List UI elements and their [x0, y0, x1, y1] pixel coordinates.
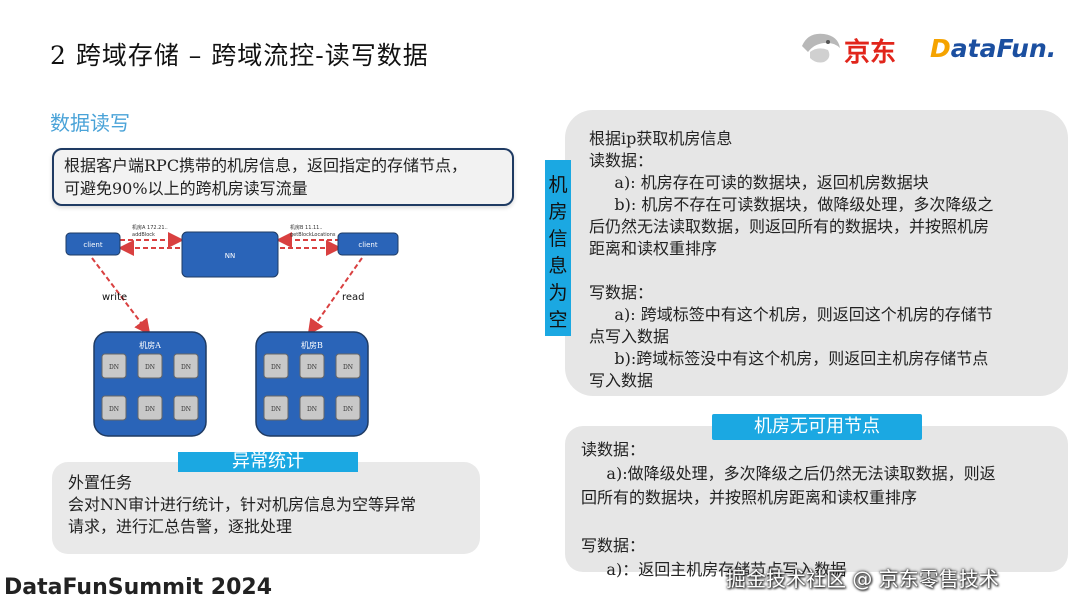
vertical-char: 机	[548, 174, 568, 196]
read-arrow	[307, 257, 363, 336]
dn-label: DN	[181, 406, 191, 413]
dn-node	[335, 395, 361, 421]
dn-label: DN	[145, 406, 155, 413]
room-a-label: 机房A	[139, 340, 161, 350]
info-line: 点写入数据	[589, 327, 670, 346]
dn-node	[263, 395, 289, 421]
info-line: 根据ip获取机房信息	[589, 129, 733, 148]
dn-node	[101, 353, 127, 379]
info-line: a)：返回主机房存储节点写入数据	[581, 560, 847, 579]
info-line: 后仍然无法读取数据，则返回所有的数据块，并按照机房	[589, 217, 990, 236]
client-node-left	[65, 232, 121, 256]
dn-label: DN	[307, 364, 317, 371]
summary-box: 根据客户端RPC携带的机房信息，返回指定的存储节点， 可避免90%以上的跨机房读…	[52, 148, 514, 206]
room-a-dn-grid: DN DN DN DN DN DN	[101, 353, 199, 421]
client-label: client	[358, 241, 377, 249]
jd-dog-icon	[802, 33, 840, 63]
dn-label: DN	[343, 406, 353, 413]
dn-node	[173, 395, 199, 421]
nn-node	[181, 231, 279, 278]
client-node-right	[337, 232, 399, 256]
info-line	[581, 510, 1068, 534]
info-line: 距离和读权重排序	[589, 239, 718, 258]
dn-node	[263, 353, 289, 379]
info-line: a): 机房存在可读的数据块，返回机房数据块	[589, 173, 929, 192]
empty-room-info-box: 根据ip获取机房信息 读数据： a): 机房存在可读的数据块，返回机房数据块 b…	[565, 110, 1068, 396]
anomaly-line: 请求，进行汇总告警，逐批处理	[68, 517, 293, 536]
watermark: 掘金技术社区 @ 京东零售技术	[726, 567, 999, 591]
dn-node	[101, 395, 127, 421]
info-line: 写数据：	[589, 283, 654, 302]
event-name: DataFunSummit 2024	[4, 575, 273, 600]
nn-label: NN	[225, 252, 235, 260]
room-b-label: 机房B	[301, 340, 323, 350]
summary-line: 根据客户端RPC携带的机房信息，返回指定的存储节点，	[64, 156, 468, 175]
anomaly-line: 会对NN审计进行统计，针对机房信息为空等异常	[68, 495, 417, 514]
read-write-diagram: 机房A 172.21.. addBlock 机房B 11.11.. getBlo…	[65, 224, 399, 437]
info-line: 读数据：	[589, 151, 654, 170]
info-line: b):跨域标签没中有这个机房，则返回主机房存储节点	[589, 349, 989, 368]
datafun-logo-prefix: D	[930, 34, 951, 63]
info-line: 读数据：	[581, 440, 646, 459]
dn-node	[299, 353, 325, 379]
no-available-node-box: 读数据： a):做降级处理，多次降级之后仍然无法读取数据，则返 回所有的数据块，…	[565, 426, 1068, 579]
info-line: 写数据：	[581, 536, 646, 555]
dn-label: DN	[181, 364, 191, 371]
vertical-char: 息	[548, 255, 568, 277]
no-available-node-badge: 机房无可用节点	[712, 414, 922, 440]
dn-label: DN	[307, 406, 317, 413]
vertical-char: 空	[548, 309, 568, 331]
dn-node	[137, 395, 163, 421]
dn-label: DN	[271, 406, 281, 413]
anomaly-line: 外置任务	[68, 473, 133, 492]
anomaly-badge: 异常统计	[178, 452, 358, 472]
anomaly-box: 外置任务 会对NN审计进行统计，针对机房信息为空等异常 请求，进行汇总告警，逐批…	[52, 462, 480, 554]
dn-node	[335, 353, 361, 379]
info-line: 写入数据	[589, 371, 654, 390]
write-label: write	[102, 292, 127, 303]
room-b-dn-grid: DN DN DN DN DN DN	[263, 353, 361, 421]
info-line: b): 机房不存在可读数据块，做降级处理，多次降级之	[589, 195, 994, 214]
dn-node	[137, 353, 163, 379]
page-title: 2 跨域存储 – 跨域流控-读写数据	[50, 41, 429, 70]
dn-label: DN	[343, 364, 353, 371]
right-arrow-note: getBlockLocations	[290, 232, 336, 238]
info-line: 回所有的数据块，并按照机房距离和读权重排序	[581, 488, 918, 507]
info-line: a):做降级处理，多次降级之后仍然无法读取数据，则返	[581, 464, 996, 483]
dn-label: DN	[145, 364, 155, 371]
dn-label: DN	[271, 364, 281, 371]
vertical-char: 房	[548, 201, 568, 223]
dn-node	[173, 353, 199, 379]
client-label: client	[83, 241, 102, 249]
dn-label: DN	[109, 406, 119, 413]
dn-node	[299, 395, 325, 421]
section-subtitle: 数据读写	[50, 111, 130, 135]
info-line: a): 跨域标签中有这个机房，则返回这个机房的存储节	[589, 305, 993, 324]
vertical-char: 为	[548, 282, 568, 304]
jd-logo: 京东	[798, 28, 918, 68]
left-arrow-note: addBlock	[132, 232, 155, 238]
info-line	[589, 260, 1068, 282]
dn-label: DN	[109, 364, 119, 371]
datafun-logo-rest: ataFun.	[950, 34, 1057, 63]
summary-line: 可避免90%以上的跨机房读写流量	[64, 179, 308, 198]
right-arrow-note: 机房B 11.11..	[290, 224, 323, 231]
left-arrow-note: 机房A 172.21..	[132, 224, 168, 231]
jd-logo-text: 京东	[844, 38, 897, 68]
datafun-logo: DataFun.	[930, 34, 1056, 63]
read-label: read	[342, 292, 365, 303]
empty-room-info-label: 机 房 信 息 为 空	[545, 160, 571, 336]
vertical-char: 信	[548, 228, 568, 250]
